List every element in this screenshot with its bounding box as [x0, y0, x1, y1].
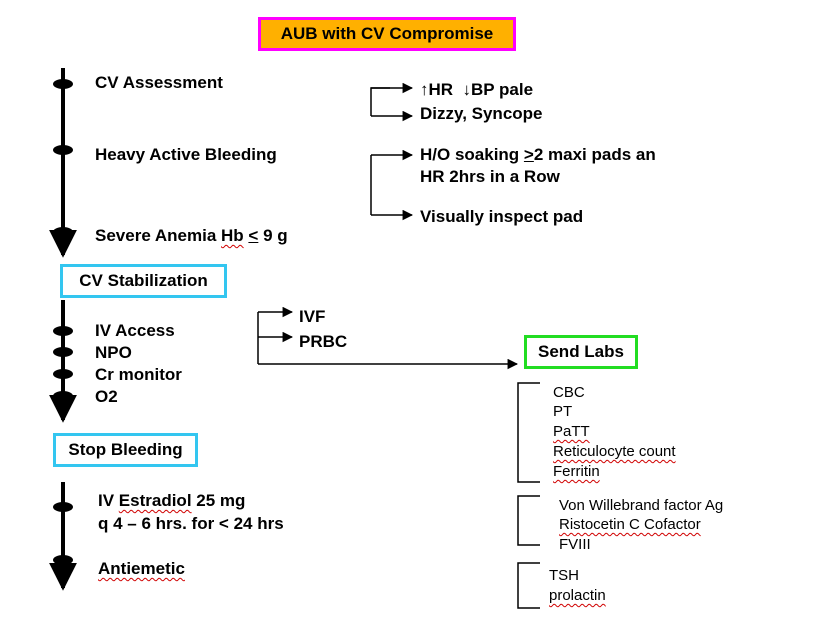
- signs-bracket: [370, 82, 414, 122]
- up-arrow-icon: ↑: [420, 80, 429, 99]
- soaking-pads-text: H/O soaking >2 maxi pads an: [420, 145, 656, 164]
- prbc-text: PRBC: [299, 332, 348, 351]
- o2-item: O2: [95, 387, 118, 406]
- iv-access-item: IV Access: [95, 321, 175, 340]
- lab-tsh: TSH: [549, 567, 579, 584]
- lab-ferritin: Ferritin: [553, 463, 600, 480]
- lab-fviii: FVIII: [559, 536, 591, 553]
- stop-bleeding-box: Stop Bleeding: [53, 433, 198, 467]
- dizzy-syncope-text: Dizzy, Syncope: [420, 104, 543, 123]
- lab-patt: PaTT: [553, 423, 590, 440]
- bleeding-bracket: [370, 149, 414, 221]
- timeline-3: [49, 482, 77, 591]
- cr-monitor-item: Cr monitor: [95, 365, 182, 384]
- heavy-bleeding-label: Heavy Active Bleeding: [95, 145, 277, 164]
- lab-reticulocyte: Reticulocyte count: [553, 443, 676, 460]
- lab-pt: PT: [553, 403, 573, 420]
- cv-assessment-label: CV Assessment: [95, 73, 223, 92]
- timeline-1: [49, 68, 77, 258]
- antiemetic-text: Antiemetic: [98, 559, 185, 578]
- severe-anemia-label: Severe Anemia Hb < 9 g: [95, 226, 288, 245]
- vital-signs-text: ↑HR ↓BP pale: [420, 80, 534, 99]
- lab-cbc: CBC: [553, 384, 585, 401]
- soaking-pads-text-2: HR 2hrs in a Row: [420, 167, 560, 186]
- estradiol-text: IV Estradiol 25 mg: [98, 491, 246, 510]
- diagram-title: AUB with CV Compromise: [258, 17, 516, 51]
- npo-item: NPO: [95, 343, 132, 362]
- down-arrow-icon: ↓: [462, 80, 472, 99]
- labs-bracket-3: [517, 562, 540, 609]
- ivf-text: IVF: [299, 307, 326, 326]
- labs-bracket-2: [517, 495, 540, 546]
- frequency-text: q 4 – 6 hrs. for < 24 hrs: [98, 514, 284, 533]
- stabilization-bracket: [257, 306, 519, 370]
- lab-ristocetin: Ristocetin C Cofactor: [559, 516, 701, 533]
- cv-stabilization-box: CV Stabilization: [60, 264, 227, 298]
- labs-bracket-1: [517, 382, 540, 483]
- lab-vwf: Von Willebrand factor Ag: [559, 497, 724, 514]
- timeline-2: [49, 300, 77, 423]
- send-labs-box: Send Labs: [524, 335, 638, 369]
- inspect-pad-text: Visually inspect pad: [420, 207, 584, 226]
- lab-prolactin: prolactin: [549, 587, 606, 604]
